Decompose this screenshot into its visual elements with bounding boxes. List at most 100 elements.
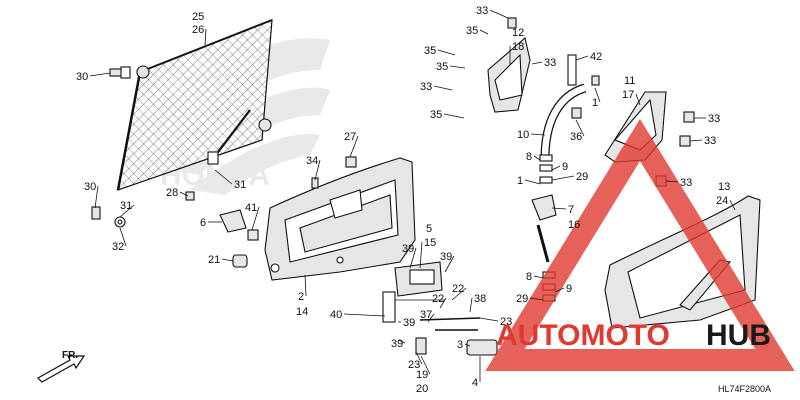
callout-c33e: 33: [704, 135, 716, 147]
leader-c8b: [533, 275, 544, 279]
callout-c22b: 22: [432, 293, 444, 305]
nut-41: [247, 229, 259, 241]
leader-c39a: [409, 247, 417, 269]
callout-c33f: 33: [680, 177, 692, 189]
callout-c27: 27: [344, 131, 356, 143]
leader-c21: [221, 258, 234, 262]
leader-c19: [420, 355, 431, 375]
leader-c39d: [397, 339, 406, 344]
callout-c22a: 22: [452, 283, 464, 295]
callout-c37: 37: [420, 309, 432, 321]
callout-c20: 20: [416, 383, 428, 395]
leader-c31a: [214, 169, 233, 185]
fitting-42: [567, 54, 577, 86]
callout-c35c: 35: [436, 61, 448, 73]
leader-c37: [427, 313, 435, 323]
callout-c31a: 31: [234, 179, 246, 191]
callout-c10: 10: [517, 129, 529, 141]
callout-c32: 32: [112, 241, 124, 253]
callout-c33b: 33: [544, 57, 556, 69]
callout-c29b: 29: [516, 293, 528, 305]
leader-c29b: [529, 297, 544, 301]
callout-c39c: 39: [403, 317, 415, 329]
leader-c9b: [554, 287, 565, 293]
door-inner-panel: [264, 157, 416, 281]
callout-c33c: 33: [420, 81, 432, 93]
leader-c36: [575, 119, 585, 137]
handle-3: [466, 339, 498, 356]
watermark-text-b: HUB: [706, 319, 771, 352]
leader-c10: [530, 133, 546, 136]
callout-c39b: 39: [440, 251, 452, 263]
hinge-bracket: [487, 17, 531, 113]
callout-c33a: 33: [476, 5, 488, 17]
callout-c24: 24: [716, 195, 728, 207]
leader-c42: [575, 55, 589, 61]
callout-c26: 26: [192, 24, 204, 36]
callout-c42: 42: [590, 51, 602, 63]
washer-32: [114, 216, 126, 228]
callout-c29a: 29: [576, 171, 588, 183]
callout-c35d: 35: [430, 109, 442, 121]
leader-c3: [464, 343, 471, 347]
callout-c8b: 8: [526, 271, 532, 283]
callout-c28: 28: [166, 187, 178, 199]
callout-c36: 36: [570, 131, 582, 143]
callout-c18: 18: [512, 41, 524, 53]
callout-c9b: 9: [566, 283, 572, 295]
callout-c23a: 23: [500, 316, 512, 328]
watermark-text: AUTOMOTO HUB: [496, 319, 771, 352]
leader-c30a: [89, 72, 111, 77]
leader-c26: [204, 28, 207, 46]
leader-c27: [349, 135, 359, 158]
bolt-1-top: [591, 75, 600, 86]
leader-c24: [729, 199, 736, 211]
callout-c3: 3: [457, 339, 463, 351]
callout-c15: 15: [424, 237, 436, 249]
callout-c21: 21: [208, 254, 220, 266]
clip-34: [311, 177, 319, 189]
callout-c16: 16: [568, 219, 580, 231]
leader-c1a: [594, 87, 601, 103]
callout-c19: 19: [416, 369, 428, 381]
callout-c2: 2: [298, 291, 304, 303]
leader-lines: [89, 9, 736, 382]
leader-c33a: [489, 9, 509, 19]
callout-c23b: 23: [408, 359, 420, 371]
leader-c35d: [443, 113, 465, 119]
leader-c33c: [433, 85, 453, 91]
clip-27: [345, 156, 357, 168]
watermark-text-a: AUTOMOTO: [496, 319, 670, 352]
callout-c39a: 39: [402, 243, 414, 255]
bracket-6: [219, 209, 247, 233]
callout-c25: 25: [192, 11, 204, 23]
clip-28: [185, 191, 195, 201]
callout-c17: 17: [622, 89, 634, 101]
callout-c30a: 30: [76, 71, 88, 83]
diagram-code: HL74F2800A: [718, 384, 771, 394]
leader-c8a: [533, 155, 541, 161]
callout-c4: 4: [472, 377, 478, 389]
direction-label: FR.: [62, 350, 78, 361]
leader-c33f: [665, 180, 679, 183]
callout-c31b: 31: [120, 200, 132, 212]
leader-c40: [343, 313, 386, 317]
callout-c41: 41: [245, 202, 257, 214]
leader-c23b: [415, 351, 423, 365]
leader-c9a: [551, 165, 561, 171]
callout-c11: 11: [624, 75, 635, 87]
callout-c12: 12: [512, 27, 524, 39]
callout-c34: 34: [306, 155, 318, 167]
leader-c29a: [551, 175, 575, 181]
leader-c22a: [451, 287, 467, 301]
bracket-19: [415, 337, 427, 355]
nut-36: [571, 107, 582, 119]
callout-c1a: 1: [592, 97, 598, 109]
leader-c33b: [531, 61, 543, 65]
front-direction-arrow: [37, 355, 86, 383]
leader-c35a: [479, 29, 489, 35]
leader-c34: [314, 159, 321, 181]
